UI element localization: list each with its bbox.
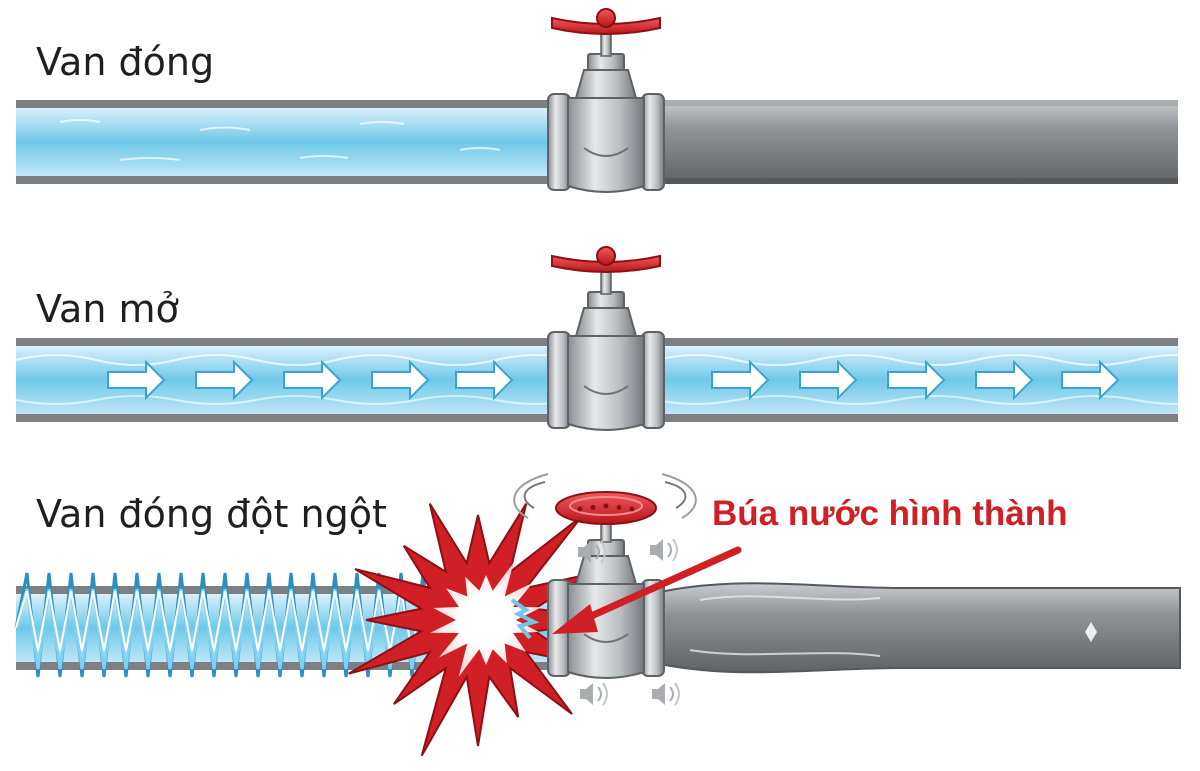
flow-arrow-icon <box>371 359 430 401</box>
sound-wave-icon <box>578 538 680 706</box>
flow-arrow-icon <box>195 359 254 401</box>
vibration-arc-icon <box>513 473 697 519</box>
flow-arrow-icon <box>107 359 166 401</box>
gate-valve-icon <box>547 8 665 193</box>
flow-arrow-icon <box>975 359 1034 401</box>
flow-arrow-icon <box>1061 359 1120 401</box>
flow-arrow-icon <box>283 359 342 401</box>
flow-arrow-icon <box>799 359 858 401</box>
water-hammer-callout: Búa nước hình thành <box>712 494 1068 533</box>
panel-sudden-close <box>14 473 1181 757</box>
panel-label-open: Van mở <box>36 287 179 331</box>
panel-label-sudden-close: Van đóng đột ngột <box>36 492 387 536</box>
pipe-upstream-still-water <box>16 100 556 184</box>
flow-arrow-icon <box>887 359 946 401</box>
gate-valve-icon <box>547 246 665 431</box>
flow-arrow-icon <box>455 359 514 401</box>
burst-icon <box>348 503 619 757</box>
panel-closed <box>16 8 1178 193</box>
pipe-downstream-empty <box>656 100 1178 184</box>
gate-valve-icon <box>547 491 665 679</box>
flow-arrow-icon <box>711 359 770 401</box>
panel-label-closed: Van đóng <box>36 40 215 84</box>
panel-open <box>15 246 1200 431</box>
pipe-downstream-bulged <box>659 582 1181 674</box>
flow-arrows <box>107 359 1120 401</box>
callout-arrow <box>552 546 742 634</box>
